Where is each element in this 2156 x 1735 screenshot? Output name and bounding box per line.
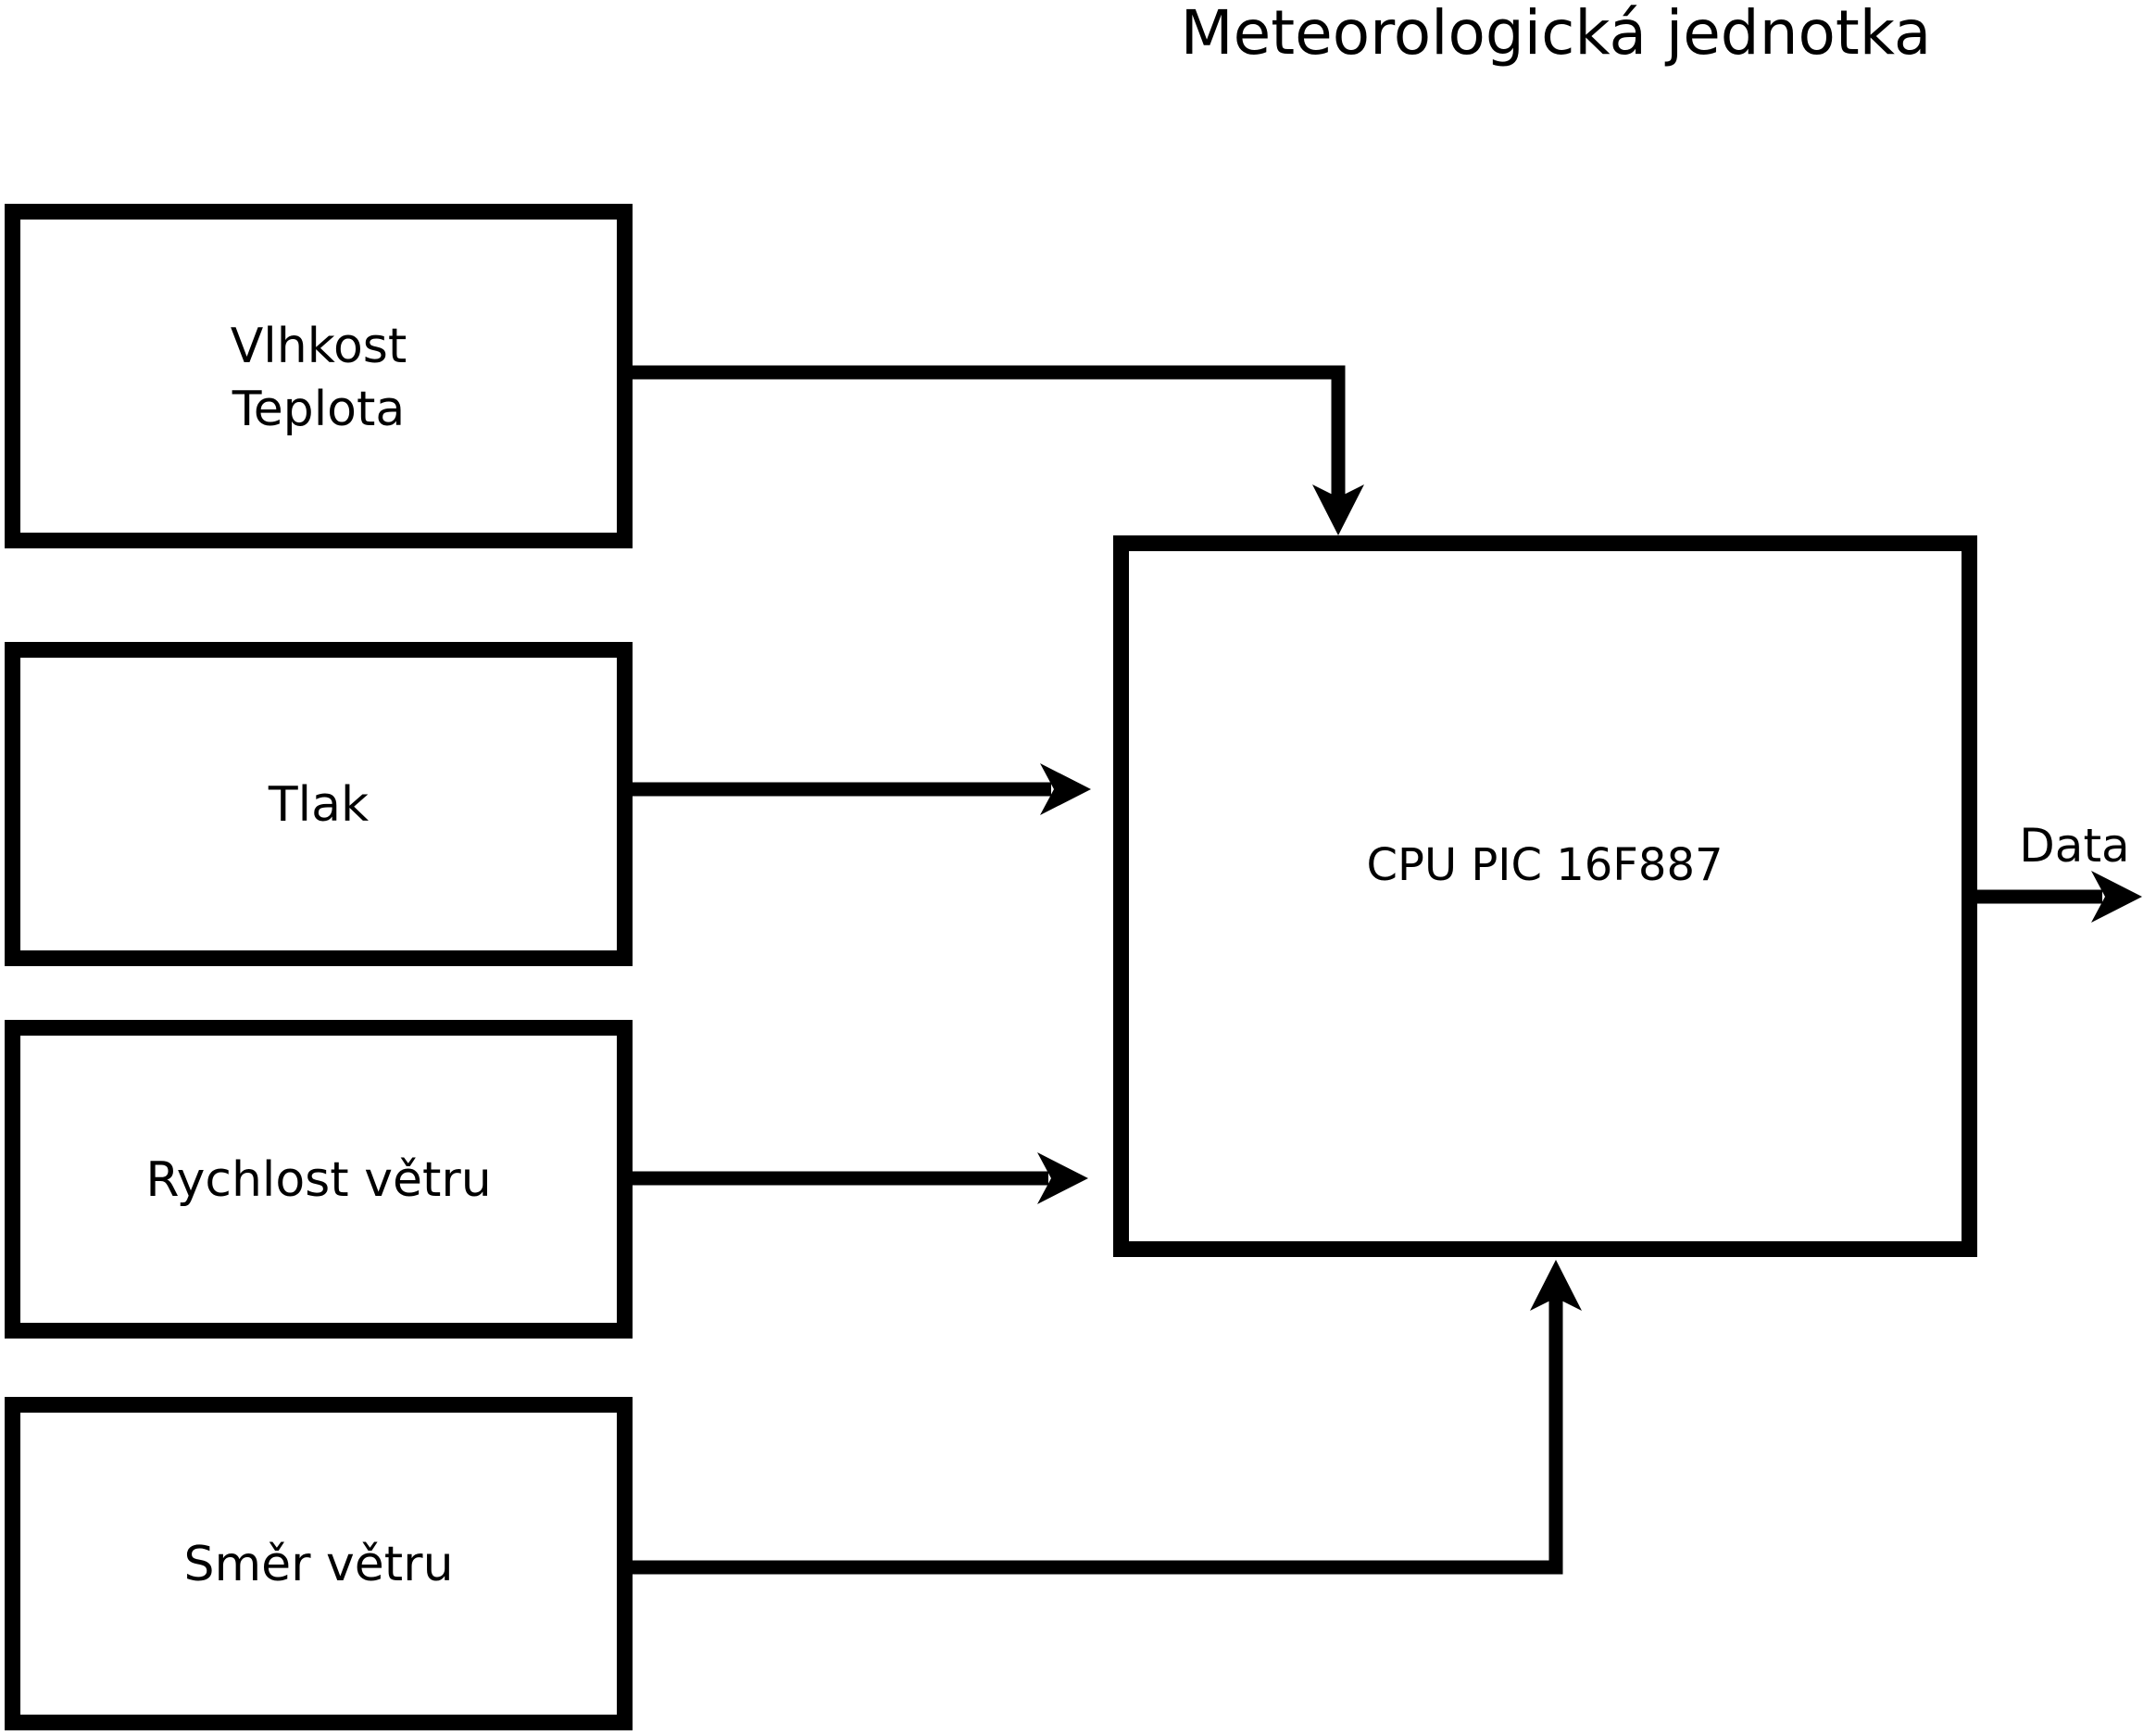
sensor-label-wind-direction: Směr větru bbox=[183, 1537, 453, 1592]
arrowhead-right-icon bbox=[2091, 871, 2142, 923]
sensor-box-wind-direction bbox=[5, 1397, 633, 1730]
arrowhead-up-icon bbox=[1530, 1260, 1582, 1311]
sensor-label-humidity: Vlhkost bbox=[231, 319, 407, 374]
diagram-title: Meteorologická jednotka bbox=[1181, 0, 1932, 69]
sensor-label-temperature: Teplota bbox=[232, 382, 405, 437]
arrow-line-wind-direction-to-cpu bbox=[633, 1297, 1563, 1575]
output-label: Data bbox=[2019, 819, 2129, 873]
cpu-box bbox=[1113, 535, 1977, 1257]
sensor-label-pressure: Tlak bbox=[268, 777, 369, 833]
arrowhead-down-icon bbox=[1312, 484, 1364, 535]
cpu-label: CPU PIC 16F887 bbox=[1366, 839, 1723, 891]
sensor-box-humidity-temperature bbox=[5, 204, 633, 548]
arrowhead-right-icon bbox=[1037, 1152, 1088, 1204]
sensor-label-wind-speed: Rychlost větru bbox=[145, 1152, 491, 1208]
arrowhead-right-icon bbox=[1040, 763, 1091, 815]
sensor-box-wind-speed bbox=[5, 1020, 633, 1339]
arrow-line-humidity-to-cpu bbox=[633, 365, 1346, 500]
sensor-box-pressure bbox=[5, 642, 633, 966]
